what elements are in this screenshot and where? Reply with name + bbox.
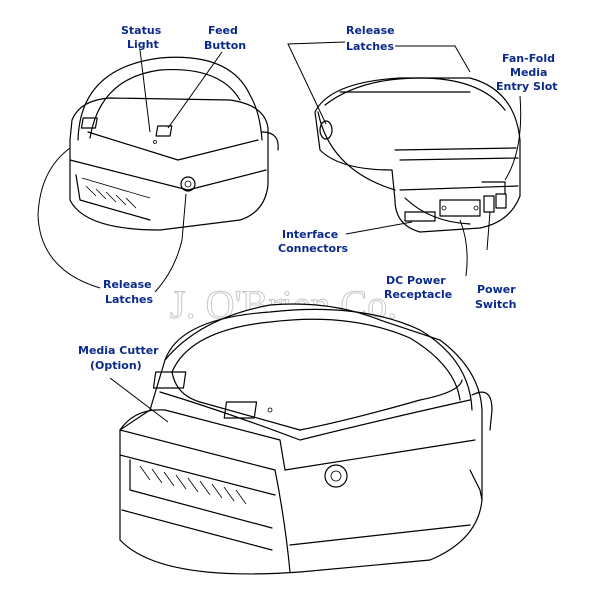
svg-text:Light: Light (127, 38, 159, 51)
power-switch-label: Power Switch (475, 283, 516, 311)
svg-text:Feed: Feed (208, 24, 238, 37)
svg-text:Latches: Latches (105, 293, 154, 306)
svg-text:Release: Release (103, 278, 152, 291)
svg-text:Entry Slot: Entry Slot (496, 80, 558, 93)
media-cutter-label: Media Cutter (Option) (78, 344, 159, 372)
svg-text:Status: Status (121, 24, 162, 37)
svg-text:Power: Power (477, 283, 516, 296)
dc-power-label: DC Power Receptacle (384, 274, 452, 301)
back-printer-drawing (314, 77, 521, 233)
interface-connectors-label: Interface Connectors (278, 228, 349, 255)
svg-text:Button: Button (204, 39, 246, 52)
svg-text:Receptacle: Receptacle (384, 288, 452, 301)
svg-text:Connectors: Connectors (278, 242, 349, 255)
svg-text:(Option): (Option) (90, 359, 142, 372)
svg-text:Interface: Interface (282, 228, 338, 241)
svg-text:Latches: Latches (346, 40, 395, 53)
front-printer-drawing (69, 56, 279, 231)
svg-text:Fan-Fold: Fan-Fold (502, 52, 555, 65)
release-latches-left-label: Release Latches (103, 278, 154, 306)
fan-fold-label: Fan-Fold Media Entry Slot (496, 52, 558, 93)
large-printer-drawing (119, 303, 493, 575)
svg-text:Media Cutter: Media Cutter (78, 344, 159, 357)
svg-text:Media: Media (510, 66, 547, 79)
svg-text:Release: Release (346, 24, 395, 37)
status-light-label: Status Light (121, 24, 162, 51)
feed-button-label: Feed Button (204, 24, 246, 52)
svg-text:DC Power: DC Power (386, 274, 446, 287)
leader-lines (37, 41, 522, 423)
svg-text:Switch: Switch (475, 298, 516, 311)
release-latches-top-label: Release Latches (346, 24, 395, 53)
